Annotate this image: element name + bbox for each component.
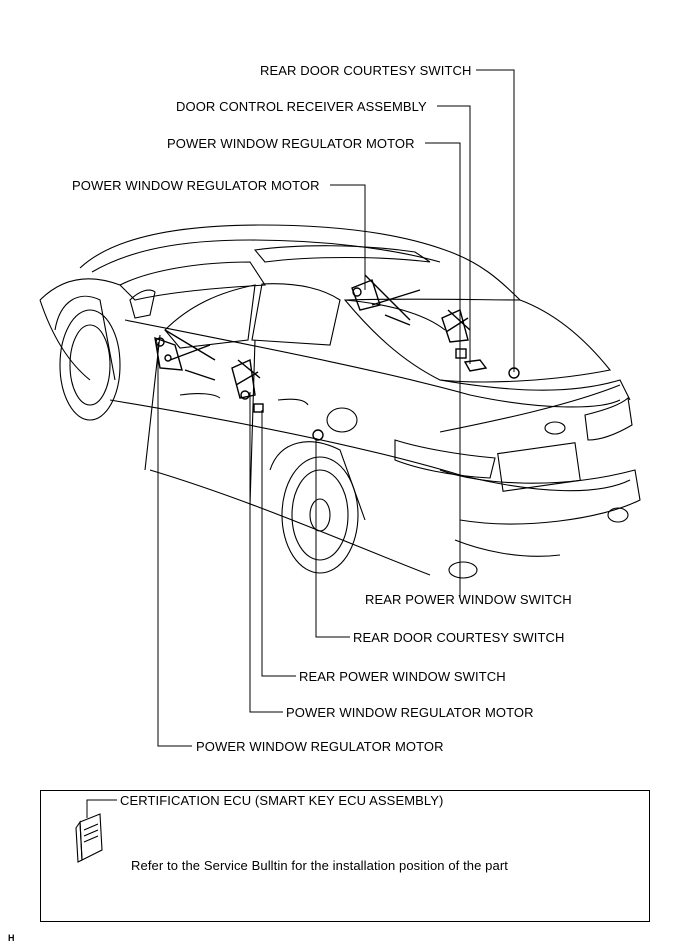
- leader-door-control-receiver: [437, 105, 471, 364]
- callout-rear-power-window-switch-bottom-1: REAR POWER WINDOW SWITCH: [365, 592, 572, 607]
- regulator-front-left: [154, 329, 216, 381]
- rear-power-window-switch-left: [253, 403, 264, 413]
- rear-door-courtesy-switch-left: [312, 429, 324, 441]
- callout-rear-door-courtesy-switch-bottom: REAR DOOR COURTESY SWITCH: [353, 630, 565, 645]
- note-text: Refer to the Service Bulltin for the ins…: [131, 858, 508, 873]
- car-body: [39, 224, 641, 579]
- callout-door-control-receiver-assembly: DOOR CONTROL RECEIVER ASSEMBLY: [176, 99, 427, 114]
- callout-power-window-regulator-motor-bottom-2: POWER WINDOW REGULATOR MOTOR: [196, 739, 444, 754]
- ecu-icon: [75, 813, 103, 863]
- leader-pwr-motor-bottom-2: [157, 342, 192, 747]
- leader-pwr-motor-top-1: [425, 142, 461, 598]
- callout-power-window-regulator-motor-bottom-1: POWER WINDOW REGULATOR MOTOR: [286, 705, 534, 720]
- leader-rear-pwr-switch-bottom-2: [261, 410, 296, 677]
- leader-pwr-motor-bottom-1: [249, 392, 283, 713]
- rear-power-window-switch-right: [455, 348, 467, 359]
- callout-rear-power-window-switch-bottom-2: REAR POWER WINDOW SWITCH: [299, 669, 506, 684]
- figure-code: H: [8, 933, 15, 943]
- leader-pwr-motor-top-2: [330, 184, 366, 290]
- regulator-rear-right: [441, 309, 471, 343]
- note-box: [40, 790, 650, 922]
- callout-rear-door-courtesy-switch-top: REAR DOOR COURTESY SWITCH: [260, 63, 472, 78]
- wheels: [54, 295, 366, 574]
- callout-power-window-regulator-motor-top-2: POWER WINDOW REGULATOR MOTOR: [72, 178, 320, 193]
- leader-lines: [86, 69, 515, 818]
- ecu-label: CERTIFICATION ECU (SMART KEY ECU ASSEMBL…: [120, 793, 444, 808]
- leader-rear-door-courtesy-switch-bottom: [315, 438, 350, 638]
- leader-rear-door-courtesy-switch-top: [476, 69, 515, 372]
- regulator-rear-left: [231, 358, 261, 400]
- callout-power-window-regulator-motor-top-1: POWER WINDOW REGULATOR MOTOR: [167, 136, 415, 151]
- leader-ecu: [86, 799, 117, 818]
- door-control-receiver: [463, 359, 488, 372]
